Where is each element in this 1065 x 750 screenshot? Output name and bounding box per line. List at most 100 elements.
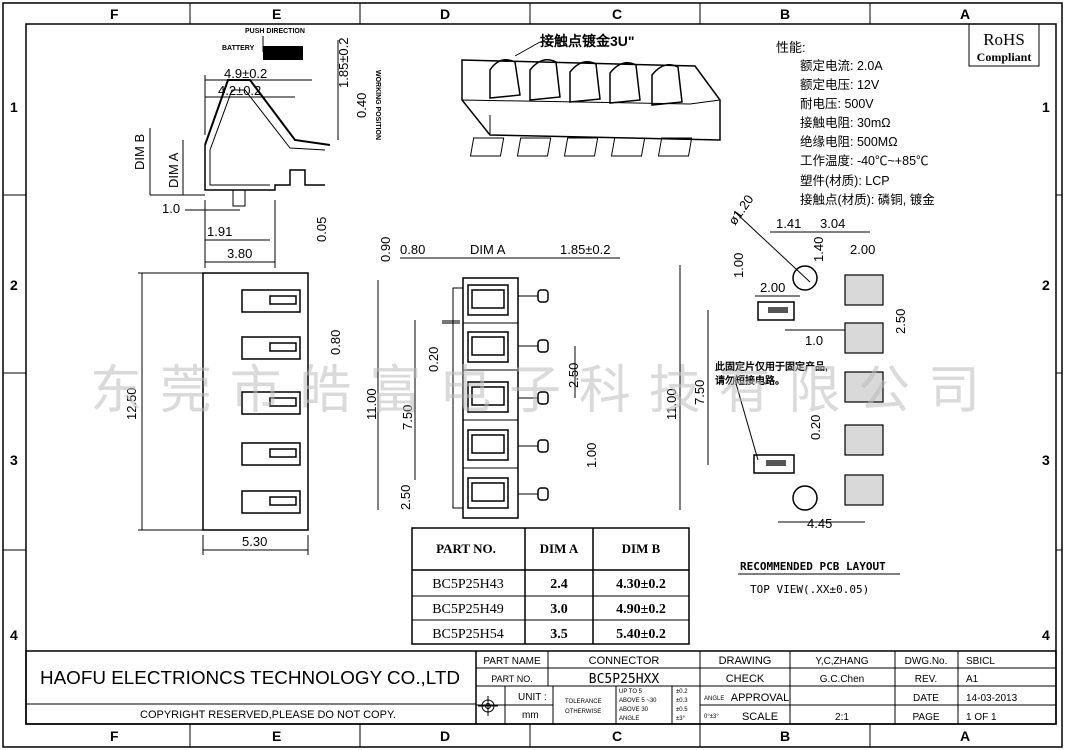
row-label-4-right: 4: [1042, 627, 1050, 643]
row-label-1-right: 1: [1042, 99, 1050, 115]
spec-item: 接触电阻: 30mΩ: [800, 115, 891, 130]
dim-a-label: DIM A: [166, 152, 181, 188]
pcb-dia: ø1.20: [725, 192, 756, 228]
copyright: COPYRIGHT RESERVED,PLEASE DO NOT COPY.: [140, 709, 396, 721]
pcb-dim-0-20: 0.20: [808, 415, 823, 440]
tol-value: ±0.3: [676, 698, 688, 704]
isometric-view: 接触点镀金3U": [461, 33, 721, 157]
tol-range: UP TO 5: [619, 689, 643, 695]
col-label-e: E: [272, 6, 281, 22]
tol-range: ABOVE 30: [619, 707, 649, 713]
table-cell: 3.5: [550, 627, 568, 642]
table-cell: 5.40±0.2: [616, 627, 666, 642]
page-label: PAGE: [912, 712, 939, 723]
side-view: PUSH DIRECTION BATTERY WORKING POSITION …: [132, 28, 381, 268]
dim-2-00-left: 2.00: [760, 280, 785, 295]
pcb-subtitle: TOP VIEW(.XX±0.05): [750, 583, 869, 596]
rohs-subtitle: Compliant: [977, 50, 1032, 64]
dim-2-00-right: 2.00: [850, 242, 875, 257]
spec-item: 接触点(材质): 磷铜, 镀金: [800, 192, 935, 207]
spec-item: 耐电压: 500V: [800, 97, 874, 111]
page-value: 1 OF 1: [966, 712, 997, 723]
scale-value: 2:1: [835, 712, 849, 723]
specs-heading: 性能:: [776, 40, 806, 55]
part-no-label: PART NO.: [491, 674, 533, 684]
front-view: 0.90 0.80 DIM A 1.85±0.2 11.00 7.50 0.20…: [364, 237, 620, 519]
row-label-3-right: 3: [1042, 452, 1050, 468]
pcb-pads: [844, 274, 884, 506]
check-label: CHECK: [726, 673, 765, 685]
dim-0-80: 0.80: [328, 330, 343, 355]
iso-label: 接触点镀金3U": [540, 33, 635, 49]
dim-0-90: 0.90: [378, 237, 393, 262]
dim-1-00-v: 1.00: [731, 253, 746, 278]
dim-1-91: 1.91: [207, 224, 232, 239]
col-label-f-bottom: F: [110, 728, 119, 744]
col-label-d: D: [440, 6, 450, 22]
dim-3-80: 3.80: [227, 246, 252, 261]
spec-item: 工作温度: -40℃~+85℃: [800, 153, 929, 168]
spec-item: 塑件(材质): LCP: [800, 173, 890, 188]
table-cell: 4.30±0.2: [616, 577, 666, 592]
dim-2-50: 2.50: [893, 309, 908, 334]
specs-block: 性能: 额定电流: 2.0A 额定电压: 12V 耐电压: 500V 接触电阻:…: [776, 40, 935, 207]
dim-2-50-left: 2.50: [398, 485, 413, 510]
col-label-a-bottom: A: [960, 728, 970, 744]
col-label-b: B: [780, 6, 790, 22]
spec-item: 绝缘电阻: 500MΩ: [800, 134, 898, 149]
projection-icon: [478, 696, 498, 716]
spec-item: 额定电压: 12V: [800, 77, 880, 92]
drawing-value: Y,C,ZHANG: [815, 656, 868, 667]
dim-1-41: 1.41: [776, 216, 801, 231]
col-label-b-bottom: B: [780, 728, 790, 744]
part-no: BC5P25HXX: [589, 672, 660, 687]
dim-1-00: 1.00: [584, 443, 599, 468]
bottom-view: 12.50 0.80 5.30: [124, 272, 343, 555]
part-name: CONNECTOR: [589, 655, 660, 667]
table-cell: 3.0: [550, 602, 568, 617]
pcb-layout: ø1.20 1.41 3.04 1.40 2.00 1.00 2.00 1.0 …: [664, 192, 908, 596]
col-label-e-bottom: E: [272, 728, 281, 744]
tolerance-label: TOLERANCE: [565, 699, 602, 705]
dim-0-05: 0.05: [314, 217, 329, 242]
dim-b-label: DIM B: [132, 134, 147, 170]
angle-label: ANGLE: [704, 696, 724, 702]
table-header: DIM A: [540, 541, 579, 556]
row-label-3: 3: [10, 452, 18, 468]
pcb-pad-small-bottom: [766, 460, 786, 466]
column-ticks: [3, 3, 1062, 747]
dim-4-9: 4.9±0.2: [224, 66, 267, 81]
row-label-4: 4: [10, 627, 18, 643]
table-cell: BC5P25H49: [432, 602, 504, 617]
pcb-dim-11-00: 11.00: [664, 388, 679, 420]
date-label: DATE: [913, 693, 939, 704]
dwg-value: SBICL: [966, 656, 995, 667]
unit-value: mm: [522, 710, 539, 721]
pcb-dim-7-50: 7.50: [692, 380, 707, 405]
rev-value: A1: [966, 674, 979, 685]
dim-a-label: DIM A: [470, 242, 506, 257]
col-label-f: F: [110, 6, 119, 22]
dim-0-20: 0.20: [426, 347, 441, 372]
angle-value: 0°±3°: [704, 714, 719, 720]
battery-block: [263, 46, 303, 60]
dim-11-00: 11.00: [364, 388, 379, 420]
part-name-label: PART NAME: [483, 656, 541, 667]
col-label-d-bottom: D: [440, 728, 450, 744]
watermark: 东莞市皓富电子科技有限公司: [90, 361, 980, 421]
table-cell: 4.90±0.2: [616, 602, 666, 617]
dim-1-85: 1.85±0.2: [336, 37, 351, 88]
drawing-label: DRAWING: [719, 655, 772, 667]
pcb-note-line2: 请勿短接电路。: [715, 374, 785, 387]
col-label-c-bottom: C: [612, 728, 622, 744]
table-header: PART NO.: [436, 541, 496, 556]
dim-12-50: 12.50: [124, 387, 139, 420]
dwg-label: DWG.No.: [905, 656, 948, 667]
dim-7-50: 7.50: [400, 405, 415, 430]
row-label-1: 1: [10, 99, 18, 115]
unit-label: UNIT :: [518, 692, 547, 703]
col-label-a: A: [960, 6, 970, 22]
table-cell: 2.4: [550, 577, 568, 592]
pcb-pad-small: [768, 307, 788, 313]
